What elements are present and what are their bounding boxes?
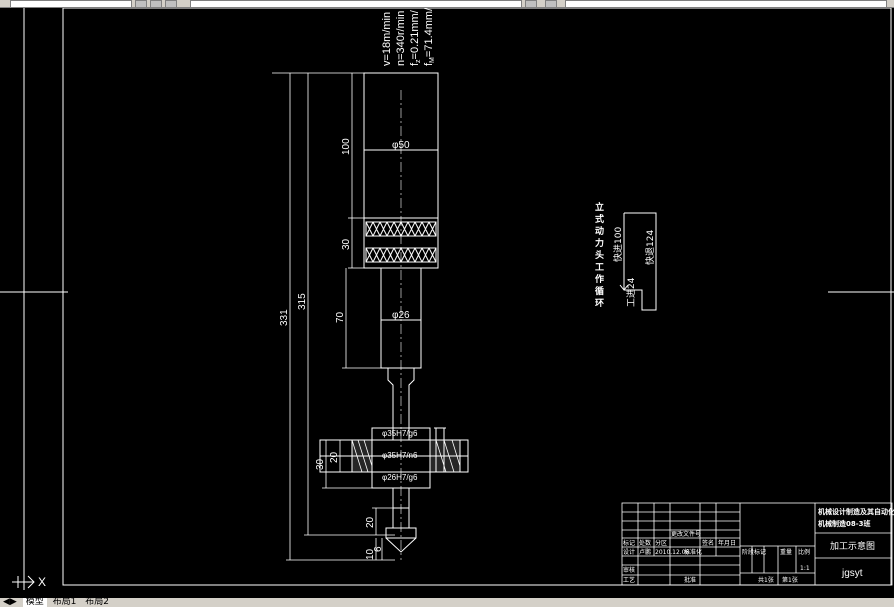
tb-count: 处数 <box>639 539 651 547</box>
dim-315: 315 <box>297 293 308 310</box>
tb-author: 卢鹏 <box>639 548 651 556</box>
viewport-frame <box>0 8 894 590</box>
tb-stage: 阶段标记 <box>742 548 766 556</box>
cycle-title: 立式动力头工作循环 <box>593 201 604 310</box>
tb-date: 年月日 <box>718 539 736 547</box>
tb-weight: 重量 <box>780 548 792 556</box>
cycle-work-feed: 工进24 <box>626 277 637 307</box>
dim-100: 100 <box>341 138 352 155</box>
dim-70: 70 <box>335 311 346 323</box>
tab-nav-arrows[interactable]: ◀▶ <box>3 598 17 607</box>
fit-phi35-g6: φ35H7/g6 <box>382 429 418 438</box>
tb-drawing-code: jgsyt <box>841 568 863 579</box>
dim-20-lower: 20 <box>365 516 376 528</box>
layer-select-dropdown[interactable] <box>190 0 522 8</box>
tb-scale: 1:1 <box>800 565 810 572</box>
cycle-rapid-forward: 快进100 <box>612 227 624 262</box>
param-v: v=18m/min <box>381 12 393 66</box>
dim-10: 10 <box>365 548 376 560</box>
tb-zone: 分区 <box>655 539 667 547</box>
tb-ratio: 比例 <box>798 548 810 556</box>
layer-dropdown[interactable] <box>10 0 132 8</box>
param-n: n=340r/min <box>395 11 407 66</box>
fit-phi35-n6: φ35H7/n6 <box>382 451 418 460</box>
tb-design: 设计 <box>623 548 635 556</box>
ucs-icon: X <box>12 575 46 589</box>
fit-phi26-g6: φ26H7/g6 <box>382 473 418 482</box>
dim-30: 30 <box>341 238 352 250</box>
tb-sheet: 第1张 <box>782 576 798 584</box>
title-block <box>621 502 893 586</box>
tb-mark: 标记 <box>623 539 635 547</box>
layout-tabs: ◀▶ 模型 布局1 布局2 <box>0 598 894 607</box>
tb-author-date: 2010.12.08 <box>655 549 690 556</box>
linetype-dropdown[interactable] <box>565 0 887 8</box>
color-control-icon[interactable] <box>525 0 537 8</box>
dim-phi50: φ50 <box>392 140 410 151</box>
drawing-canvas[interactable]: X <box>0 8 894 598</box>
process-params: v=18m/min n=340r/min fz=0.21mm/ fM=71.4m… <box>381 8 436 66</box>
spindle-assembly <box>319 72 469 560</box>
top-toolbar <box>0 0 894 8</box>
work-cycle-diagram <box>619 212 657 311</box>
cycle-rapid-return: 快退124 <box>644 230 656 265</box>
dim-331: 331 <box>279 309 290 326</box>
layer-properties-button[interactable] <box>135 0 147 8</box>
tb-school: 机械设计制造及其自动化 <box>818 507 894 516</box>
param-fz: fz=0.21mm/ <box>409 9 422 66</box>
dimension-lines <box>272 72 436 561</box>
layer-previous-button[interactable] <box>150 0 162 8</box>
tab-layout1[interactable]: 布局1 <box>52 598 77 607</box>
tb-process: 工艺 <box>623 576 635 584</box>
ucs-x-label: X <box>38 575 46 589</box>
tb-review: 审核 <box>623 566 635 574</box>
tb-doc-no: 更改文件号 <box>671 530 701 538</box>
linetype-control-icon[interactable] <box>545 0 557 8</box>
tab-layout2[interactable]: 布局2 <box>85 598 109 607</box>
tb-drawing-name: 加工示意图 <box>830 540 875 552</box>
tb-sign: 签名 <box>702 539 714 547</box>
param-fm: fM=71.4mm/ <box>423 8 436 66</box>
tb-total: 共1张 <box>758 576 774 584</box>
tab-model[interactable]: 模型 <box>22 598 47 607</box>
tb-class: 机械制造08-3班 <box>818 519 871 528</box>
tb-approve: 批准 <box>684 576 696 584</box>
dim-20-upper: 20 <box>329 451 340 463</box>
dim-30-lower: 30 <box>315 458 326 470</box>
dim-6: 6 <box>373 546 384 552</box>
layer-state-icon[interactable] <box>165 0 177 8</box>
tb-standard: 标准化 <box>684 548 702 556</box>
dim-phi26: φ26 <box>392 310 410 321</box>
